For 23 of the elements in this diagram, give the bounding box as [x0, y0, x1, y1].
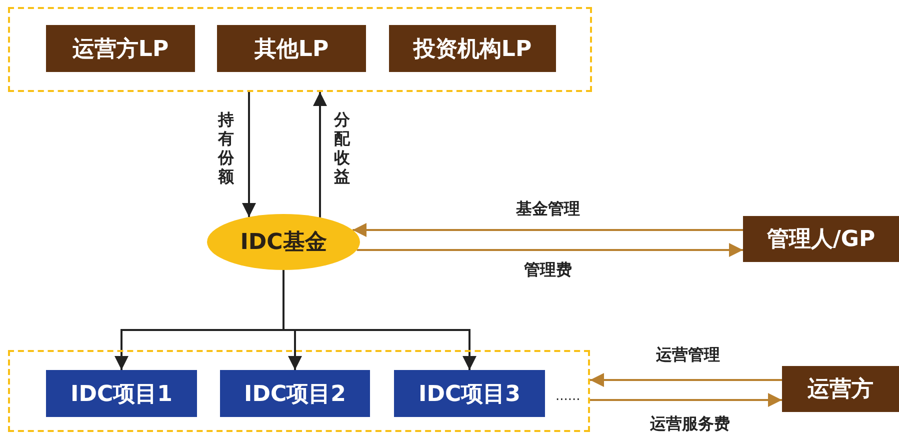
- arrow: [352, 223, 743, 237]
- ellipsis-text: ......: [554, 389, 582, 406]
- edge-label: 运营服务费: [648, 414, 732, 434]
- arrow: [590, 373, 782, 387]
- arrow: [242, 92, 256, 217]
- edge-label: 基金管理: [514, 199, 582, 219]
- project-box: IDC项目3: [394, 370, 545, 417]
- project-box: IDC项目1: [46, 370, 197, 417]
- arrow: [590, 393, 782, 407]
- stakeholder-box: 管理人/GP: [743, 216, 899, 262]
- stakeholder-box: 投资机构LP: [389, 25, 556, 72]
- dashed-frame: [8, 350, 590, 432]
- edge-label: 运营管理: [654, 345, 722, 365]
- dashed-frame: [8, 7, 592, 92]
- arrow: [313, 92, 327, 218]
- stakeholder-box: 运营方LP: [46, 25, 195, 72]
- fund-ellipse: IDC基金: [207, 214, 360, 270]
- stakeholder-box: 运营方: [782, 366, 899, 412]
- edge-label: 管理费: [522, 260, 574, 280]
- arrow: [282, 270, 476, 370]
- arrow: [356, 243, 743, 257]
- stakeholder-box: 其他LP: [217, 25, 366, 72]
- project-box: IDC项目2: [220, 370, 370, 417]
